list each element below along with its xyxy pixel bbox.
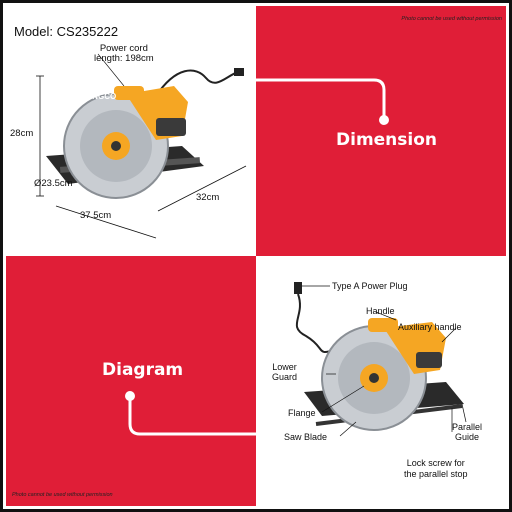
saw-parts-illustration xyxy=(294,282,467,437)
connector-line-2 xyxy=(125,391,256,436)
dimension-title-panel: Photo cannot be used without permission … xyxy=(256,6,506,256)
part-label-plug: Type A Power Plug xyxy=(332,281,408,291)
part-label-flange: Flange xyxy=(288,408,316,418)
part-label-parallel-guide: Parallel Guide xyxy=(452,422,483,442)
length-label: 37.5cm xyxy=(80,210,112,221)
parts-diagram-panel: Type A Power Plug Handle Auxiliary handl… xyxy=(256,256,506,506)
disclaimer-bottom: Photo cannot be used without permission xyxy=(12,492,113,498)
cord-length-label: Power cord length: 198cm xyxy=(94,43,154,64)
connector-line xyxy=(256,78,389,125)
width-label: 32cm xyxy=(196,192,220,203)
dimension-title: Dimension xyxy=(336,130,438,150)
saw-dimension-illustration xyxy=(36,53,247,239)
dimension-panel: Model: CS235222 INGCO Power cord length:… xyxy=(6,6,256,256)
disclaimer-top: Photo cannot be used without permission xyxy=(401,16,502,22)
height-label: 28cm xyxy=(10,128,34,139)
diagram-title: Diagram xyxy=(102,360,184,380)
part-label-handle: Handle xyxy=(366,306,395,316)
model-label: Model: CS235222 xyxy=(14,24,119,39)
blade-diameter-label: Ø23.5cm xyxy=(34,178,73,189)
part-label-saw-blade: Saw Blade xyxy=(284,432,328,442)
part-label-lower-guard: Lower Guard xyxy=(272,362,298,382)
part-label-lock-screw: Lock screw for the parallel stop xyxy=(404,458,468,479)
diagram-title-panel: Diagram Photo cannot be used without per… xyxy=(6,256,256,506)
brand-logo: INGCO xyxy=(90,92,117,101)
part-label-aux-handle: Auxiliary handle xyxy=(398,322,462,332)
